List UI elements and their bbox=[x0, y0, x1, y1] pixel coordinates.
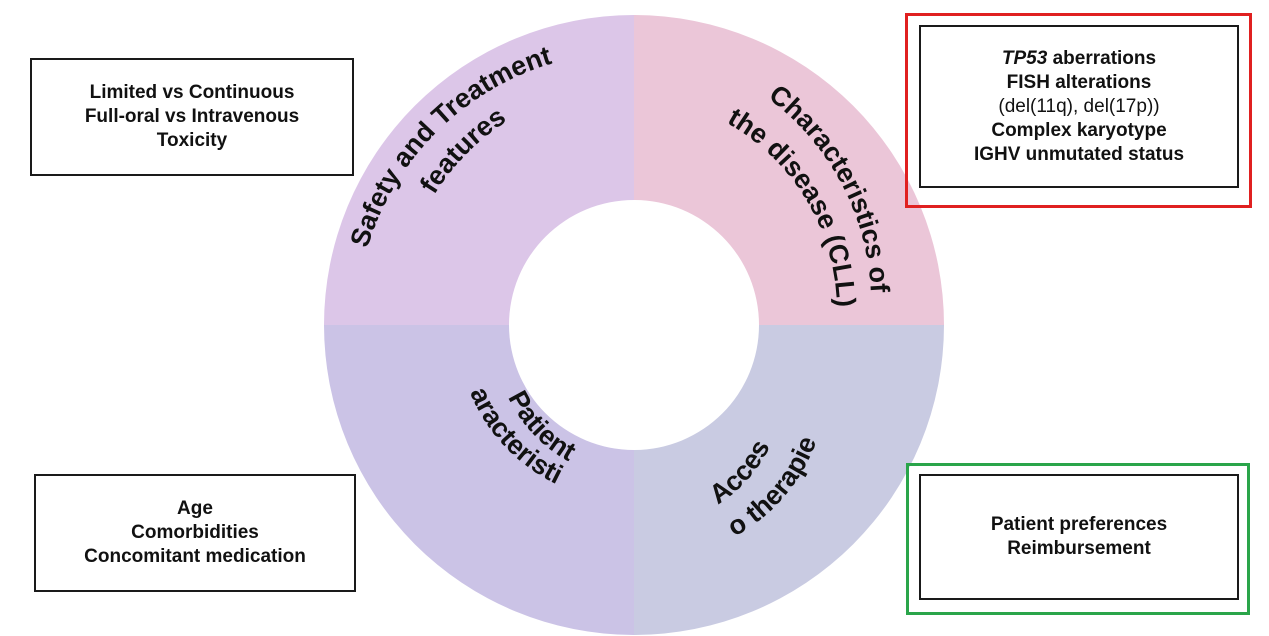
access-item: Reimbursement bbox=[1007, 538, 1151, 559]
ighv-line: IGHV unmutated status bbox=[973, 143, 1185, 165]
highlight-frame-green bbox=[906, 463, 1250, 615]
patient-item: Comorbidities bbox=[131, 522, 259, 543]
sector-patient-characteristics bbox=[324, 325, 634, 635]
sector-access-therapies bbox=[634, 325, 944, 635]
access-item: Patient preferences bbox=[990, 514, 1168, 535]
safety-item: Toxicity bbox=[156, 130, 228, 151]
tp53-line: TP53 aberrations bbox=[1002, 47, 1156, 71]
highlight-frame-red bbox=[905, 13, 1252, 208]
karyotype-line: Complex karyotype bbox=[991, 119, 1167, 141]
deletions-line: (del(11q), del(17p)) bbox=[998, 95, 1160, 117]
disease-features-box: TP53 aberrations FISH alterations (del(1… bbox=[919, 25, 1239, 188]
safety-item: Full-oral vs Intravenous bbox=[84, 106, 300, 127]
tp53-suffix: aberrations bbox=[1047, 47, 1157, 69]
patient-item: Concomitant medication bbox=[84, 546, 306, 567]
fish-line: FISH alterations bbox=[1006, 71, 1152, 93]
patient-characteristics-box: Age Comorbidities Concomitant medication bbox=[34, 474, 356, 592]
sector-disease-characteristics bbox=[634, 15, 944, 325]
access-therapies-box: Patient preferences Reimbursement bbox=[919, 474, 1239, 600]
patient-item: Age bbox=[177, 498, 213, 519]
safety-item: Limited vs Continuous bbox=[89, 82, 295, 103]
tp53-gene: TP53 bbox=[1001, 47, 1048, 69]
sector-safety-treatment bbox=[324, 15, 634, 325]
safety-features-box: Limited vs Continuous Full-oral vs Intra… bbox=[30, 58, 354, 176]
